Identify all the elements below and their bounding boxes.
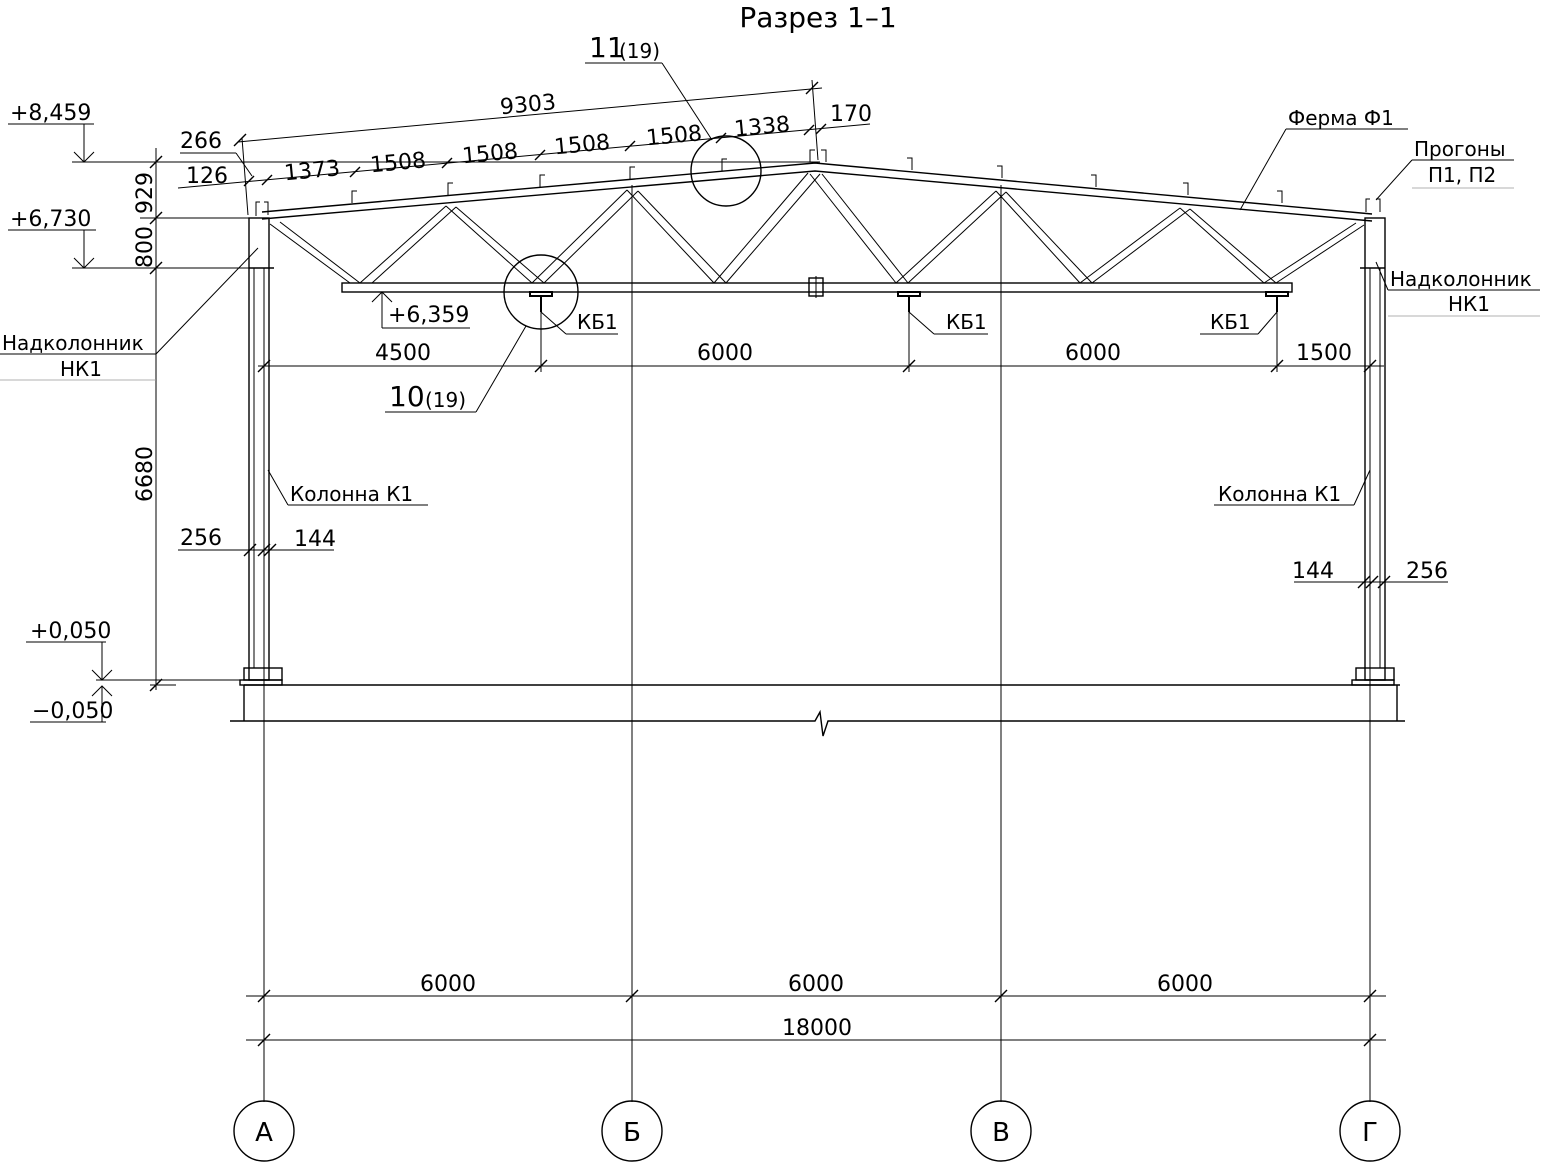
dim-bottom-6000c: 6000	[1157, 972, 1213, 997]
label-column-right: Колонна К1	[1218, 482, 1341, 506]
dim-1508-3: 1508	[553, 130, 611, 160]
dim-right-256: 256	[1406, 559, 1448, 584]
dim-bottom-total: 18000	[782, 1016, 852, 1041]
dim-bottom-6000a: 6000	[420, 972, 476, 997]
elev-floor-top: +0,050	[30, 619, 111, 644]
dim-beam-1500: 1500	[1296, 341, 1352, 366]
purlins-label: Прогоны П1, П2	[1375, 137, 1514, 201]
dim-1373: 1373	[283, 156, 341, 186]
node-11-circle	[690, 135, 762, 207]
axis-v-label: В	[992, 1118, 1010, 1148]
dim-bottom-6000b: 6000	[788, 972, 844, 997]
dim-beam-6000a: 6000	[697, 341, 753, 366]
dim-266: 266	[180, 129, 222, 154]
dim-beam-4500: 4500	[375, 341, 431, 366]
label-cap-left-1: Надколонник	[2, 331, 144, 355]
axis-v-bubble	[970, 1100, 1032, 1162]
dim-right-144: 144	[1292, 559, 1334, 584]
bottom-dimensions: 6000 6000 6000 18000	[246, 972, 1386, 1047]
dim-126: 126	[186, 164, 228, 189]
elev-eaves: +6,730	[10, 207, 91, 232]
purlins	[255, 149, 1381, 216]
callout-10-sheet: (19)	[425, 388, 466, 412]
label-cap-right-1: Надколонник	[1390, 267, 1532, 291]
cap-label-right: Надколонник НК1	[1375, 261, 1540, 317]
label-kb1-1: КБ1	[577, 310, 618, 334]
beam-kb1-sections	[529, 291, 1289, 312]
elev-bottom-chord: +6,359	[388, 303, 469, 328]
column-label-right: Колонна К1	[1214, 469, 1371, 506]
column-label-left: Колонна К1	[267, 469, 428, 506]
axis-a-bubble	[233, 1100, 295, 1162]
floor-slab	[230, 684, 1405, 737]
beam-spacing-dims: 4500 6000 6000 1500	[257, 312, 1384, 373]
axis-b-label: Б	[623, 1118, 641, 1148]
beam-labels: КБ1 КБ1 КБ1	[540, 310, 1278, 335]
column-right	[1351, 217, 1395, 686]
dim-1508-2: 1508	[461, 139, 519, 169]
dim-800: 800	[133, 226, 158, 268]
label-purlins-2: П1, П2	[1428, 163, 1496, 187]
slope-dimensions: 9303 266 126 1373 1508 1508 1508 1508 13…	[177, 79, 872, 216]
truss-web	[269, 172, 1365, 284]
axis-g-label: Г	[1362, 1118, 1378, 1148]
callout-11-number: 11	[589, 31, 625, 64]
drawing-title: Разрез 1–1	[739, 1, 896, 34]
column-left	[239, 217, 283, 686]
elevation-marks-left: +8,459 +6,730 +0,050 −0,050 +6,359	[8, 101, 820, 724]
dim-929: 929	[133, 172, 158, 214]
dim-1508-1: 1508	[369, 148, 427, 178]
label-truss: Ферма Ф1	[1288, 106, 1394, 130]
elev-ridge: +8,459	[10, 101, 91, 126]
callout-11-sheet: (19)	[619, 39, 660, 63]
column-width-dims-left: 256 144	[178, 526, 336, 557]
dim-beam-6000b: 6000	[1065, 341, 1121, 366]
dim-6680: 6680	[133, 446, 158, 502]
dim-9303: 9303	[499, 90, 557, 120]
truss-label: Ферма Ф1	[1239, 106, 1408, 211]
label-kb1-3: КБ1	[1210, 310, 1251, 334]
axis-bubbles: А Б В Г	[233, 1100, 1401, 1162]
label-column-left: Колонна К1	[290, 482, 413, 506]
label-kb1-2: КБ1	[946, 310, 987, 334]
axis-g-bubble	[1339, 1100, 1401, 1162]
dim-left-144: 144	[294, 527, 336, 552]
label-cap-right-2: НК1	[1448, 292, 1490, 316]
dim-170: 170	[830, 102, 872, 127]
callout-10-number: 10	[389, 380, 425, 413]
truss-f1	[261, 162, 1373, 298]
elev-floor-bottom: −0,050	[32, 699, 113, 724]
dim-left-256: 256	[180, 526, 222, 551]
cap-label-left: Надколонник НК1	[0, 247, 259, 381]
callout-node-10: 10 (19)	[385, 325, 527, 413]
column-width-dims-right: 144 256	[1292, 559, 1448, 589]
axis-a-label: А	[255, 1118, 273, 1148]
callout-node-11: 11 (19)	[585, 31, 713, 141]
dim-1508-4: 1508	[645, 121, 703, 151]
axis-b-bubble	[601, 1100, 663, 1162]
label-purlins-1: Прогоны	[1414, 137, 1506, 161]
left-vertical-dimensions: 929 800 6680	[133, 148, 250, 692]
label-cap-left-2: НК1	[60, 357, 102, 381]
dim-1338: 1338	[733, 112, 791, 142]
